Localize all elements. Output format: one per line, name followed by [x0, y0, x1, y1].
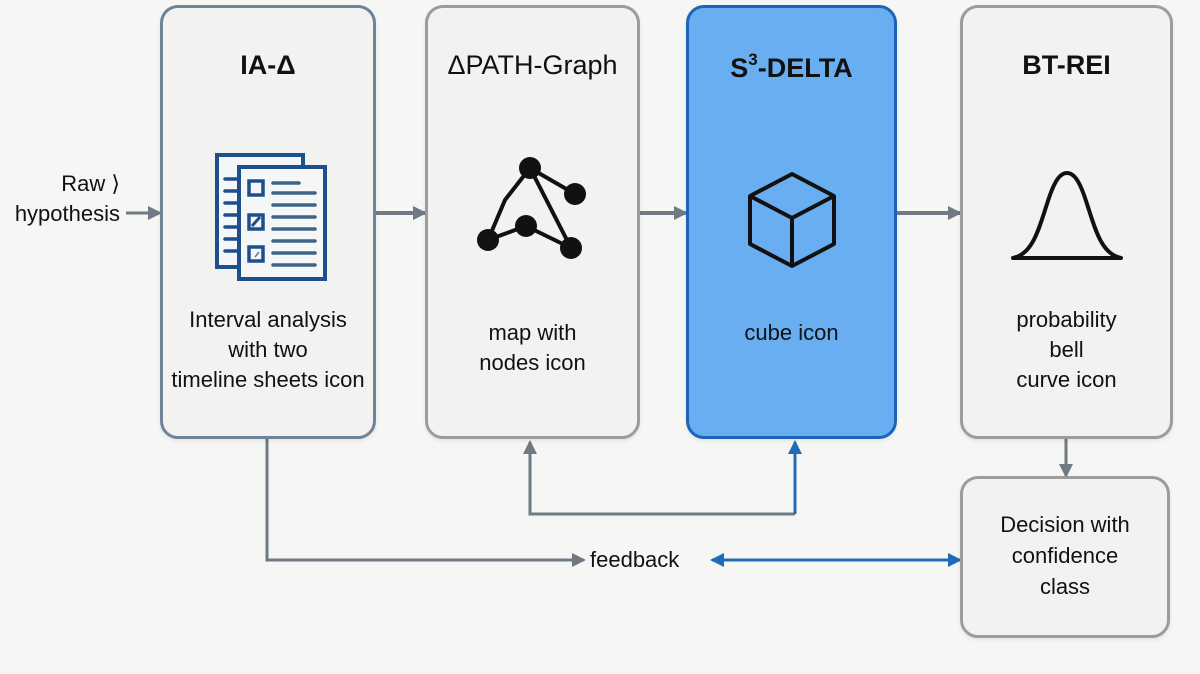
- decision-box[interactable]: Decision with confidence class: [960, 476, 1170, 638]
- loop-s3-to-path: [523, 440, 795, 516]
- decision-line: Decision with: [1000, 512, 1130, 537]
- arrow-ia-to-feedback: [265, 438, 586, 567]
- feedback-label: feedback: [590, 547, 680, 572]
- map-with-nodes-icon: [428, 148, 637, 268]
- bell-curve-icon: [963, 168, 1170, 264]
- stage-description: probability bell curve icon: [963, 305, 1170, 395]
- stage-ia-delta[interactable]: IA-Δ: [160, 5, 376, 439]
- description-line: with two: [228, 337, 308, 362]
- stage-s3-delta[interactable]: S3-DELTA cube icon: [686, 5, 897, 439]
- decision-text: Decision with confidence class: [963, 509, 1167, 602]
- description-line: curve icon: [1016, 367, 1117, 392]
- stage-bt-rei[interactable]: BT-REI probability bell curve icon: [960, 5, 1173, 439]
- description-line: cube icon: [744, 320, 839, 345]
- decision-line: confidence: [1011, 543, 1119, 568]
- description-line: Interval analysis: [189, 307, 347, 332]
- title-base: S: [730, 53, 749, 83]
- input-label: Raw ⟩ hypothesis: [0, 169, 120, 229]
- input-label-line1: Raw ⟩: [61, 171, 120, 196]
- title-rest: -DELTA: [757, 53, 853, 83]
- decision-line: class: [1039, 574, 1091, 599]
- stage-title: BT-REI: [1022, 50, 1111, 80]
- description-line: probability: [1016, 307, 1117, 332]
- stage-description: map with nodes icon: [428, 318, 637, 378]
- stage-description: cube icon: [689, 318, 894, 348]
- title-superscript: 3: [748, 50, 758, 69]
- cube-icon: [689, 168, 894, 272]
- description-line: map with: [488, 320, 577, 345]
- two-timeline-sheets-icon: [163, 143, 373, 283]
- description-line: nodes icon: [479, 350, 586, 375]
- stage-title: S3-DELTA: [689, 50, 894, 84]
- stage-delta-path-graph[interactable]: ΔPATH-Graph map with nod: [425, 5, 640, 439]
- stage-description: Interval analysis with two timeline shee…: [163, 305, 373, 395]
- stage-title: IA-Δ: [240, 50, 296, 80]
- description-line: bell: [1049, 337, 1084, 362]
- description-line: timeline sheets icon: [171, 367, 365, 392]
- input-label-line2: hypothesis: [14, 201, 120, 226]
- stage-title: ΔPATH-Graph: [447, 50, 618, 80]
